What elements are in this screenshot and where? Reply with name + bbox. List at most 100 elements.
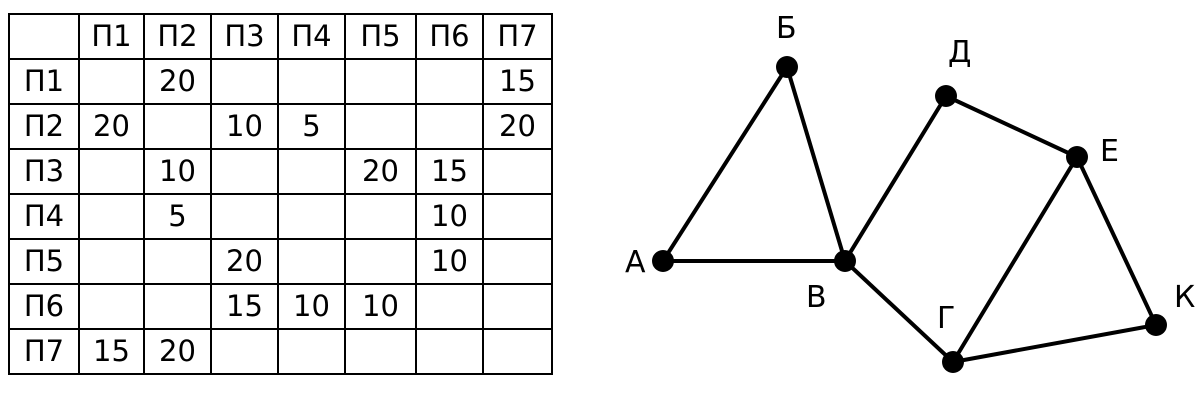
- matrix-cell: 20: [143, 58, 212, 105]
- graph-node-D: [935, 85, 957, 107]
- matrix-cell: 20: [78, 103, 145, 150]
- matrix-cell: 10: [344, 283, 417, 330]
- matrix-diagonal-cell: [78, 58, 145, 105]
- matrix-col-header-П6: П6: [415, 13, 484, 60]
- matrix-cell: [210, 193, 279, 240]
- matrix-cell: [277, 328, 346, 375]
- graph-edge-V-D: [843, 94, 948, 263]
- matrix-diagonal-cell: [210, 148, 279, 195]
- matrix-diagonal-cell: [415, 283, 484, 330]
- matrix-cell: [78, 148, 145, 195]
- matrix-row-header-П7: П7: [8, 328, 80, 375]
- graph-node-label-G: Г: [937, 301, 955, 336]
- matrix-cell: [482, 148, 553, 195]
- matrix-cell: 10: [210, 103, 279, 150]
- matrix-row-header-П3: П3: [8, 148, 80, 195]
- matrix-cell: [415, 328, 484, 375]
- graph-diagram: А Б В Г Д Е К: [580, 0, 1197, 400]
- graph-edge-B-V: [785, 65, 847, 263]
- matrix-cell: [482, 283, 553, 330]
- graph-edge-E-K: [1075, 155, 1158, 327]
- matrix-cell: [415, 103, 484, 150]
- matrix-cell: [210, 328, 279, 375]
- matrix-row-header-П2: П2: [8, 103, 80, 150]
- matrix-cell: [277, 238, 346, 285]
- matrix-corner-cell: [8, 13, 80, 60]
- matrix-col-header-П1: П1: [78, 13, 145, 60]
- matrix-col-header-П2: П2: [143, 13, 212, 60]
- matrix-cell: [344, 58, 417, 105]
- matrix-diagonal-cell: [344, 238, 417, 285]
- matrix-row-header-П1: П1: [8, 58, 80, 105]
- matrix-cell: 5: [277, 103, 346, 150]
- matrix-diagonal-cell: [143, 103, 212, 150]
- graph-edge-A-B: [661, 65, 789, 263]
- graph-node-V: [834, 250, 856, 272]
- matrix-col-header-П4: П4: [277, 13, 346, 60]
- graph-edge-D-E: [944, 94, 1079, 159]
- matrix-cell: [344, 193, 417, 240]
- matrix-cell: [482, 238, 553, 285]
- graph-node-A: [652, 250, 674, 272]
- matrix-cell: 5: [143, 193, 212, 240]
- graph-node-G: [942, 351, 964, 373]
- matrix-cell: [277, 148, 346, 195]
- matrix-cell: 10: [143, 148, 212, 195]
- matrix-cell: 10: [415, 238, 484, 285]
- graph-node-label-V: В: [806, 280, 827, 315]
- graph-node-label-D: Д: [948, 35, 971, 70]
- matrix-row: П1 20 15: [8, 58, 553, 105]
- matrix-cell: [78, 193, 145, 240]
- matrix-row: П5 20 10: [8, 238, 553, 285]
- matrix-cell: [482, 193, 553, 240]
- graph-node-label-E: Е: [1100, 134, 1119, 169]
- matrix-diagonal-cell: [277, 193, 346, 240]
- graph-node-group: [652, 56, 1167, 373]
- matrix-cell: [143, 283, 212, 330]
- matrix-cell: 15: [210, 283, 279, 330]
- matrix-cell: 15: [482, 58, 553, 105]
- matrix-cell: 20: [210, 238, 279, 285]
- matrix-cell: 15: [415, 148, 484, 195]
- graph-node-label-B: Б: [776, 11, 797, 46]
- matrix-cell: 15: [78, 328, 145, 375]
- graph-node-B: [776, 56, 798, 78]
- matrix-row-header-П6: П6: [8, 283, 80, 330]
- graph-edge-V-G: [843, 259, 955, 364]
- matrix-cell: [344, 328, 417, 375]
- graph-node-E: [1066, 146, 1088, 168]
- matrix-cell: 20: [143, 328, 212, 375]
- matrix-cell: 10: [415, 193, 484, 240]
- matrix-cell: [210, 58, 279, 105]
- matrix-cell: [344, 103, 417, 150]
- graph-label-group: А Б В Г Д Е К: [625, 11, 1195, 336]
- matrix-cell: [277, 58, 346, 105]
- graph-edge-group: [661, 65, 1158, 364]
- matrix-col-header-П3: П3: [210, 13, 279, 60]
- matrix-cell: 20: [482, 103, 553, 150]
- matrix-cell: [415, 58, 484, 105]
- matrix-cell: 10: [277, 283, 346, 330]
- graph-edge-G-K: [951, 323, 1158, 364]
- matrix-cell: 20: [344, 148, 417, 195]
- graph-node-label-K: К: [1174, 280, 1195, 315]
- matrix-diagonal-cell: [482, 328, 553, 375]
- matrix-cell: [143, 238, 212, 285]
- graph-canvas: А Б В Г Д Е К: [625, 11, 1195, 373]
- graph-edge-E-G: [951, 155, 1079, 364]
- matrix-col-header-П7: П7: [482, 13, 553, 60]
- matrix-row-header-П5: П5: [8, 238, 80, 285]
- matrix-cell: [78, 283, 145, 330]
- graph-node-K: [1145, 314, 1167, 336]
- graph-node-label-A: А: [625, 245, 646, 280]
- matrix-col-header-П5: П5: [344, 13, 417, 60]
- matrix-cell: [78, 238, 145, 285]
